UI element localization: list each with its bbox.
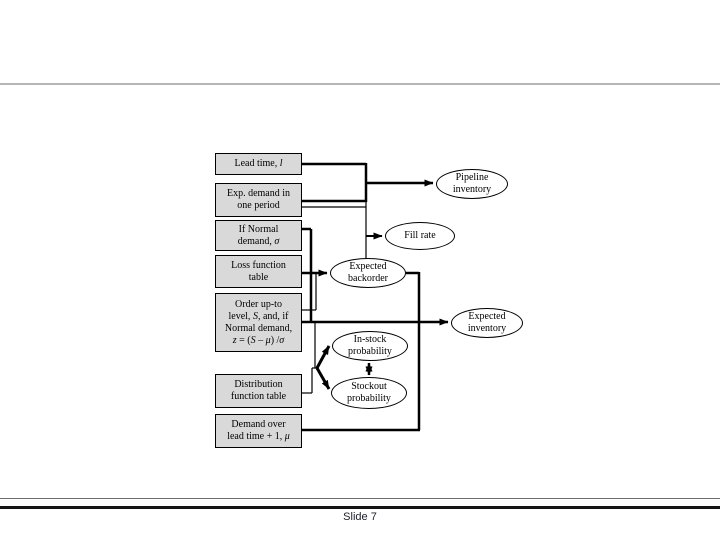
connector <box>315 367 331 390</box>
connector <box>315 345 331 369</box>
header-divider <box>0 83 720 85</box>
ellipse-fill-rate: Fill rate <box>385 222 455 250</box>
footer-divider-thick <box>0 506 720 509</box>
footer-divider-thin <box>0 498 720 499</box>
slide-number: Slide 7 <box>343 511 377 523</box>
box-lead-time: Lead time, l <box>215 153 302 175</box>
